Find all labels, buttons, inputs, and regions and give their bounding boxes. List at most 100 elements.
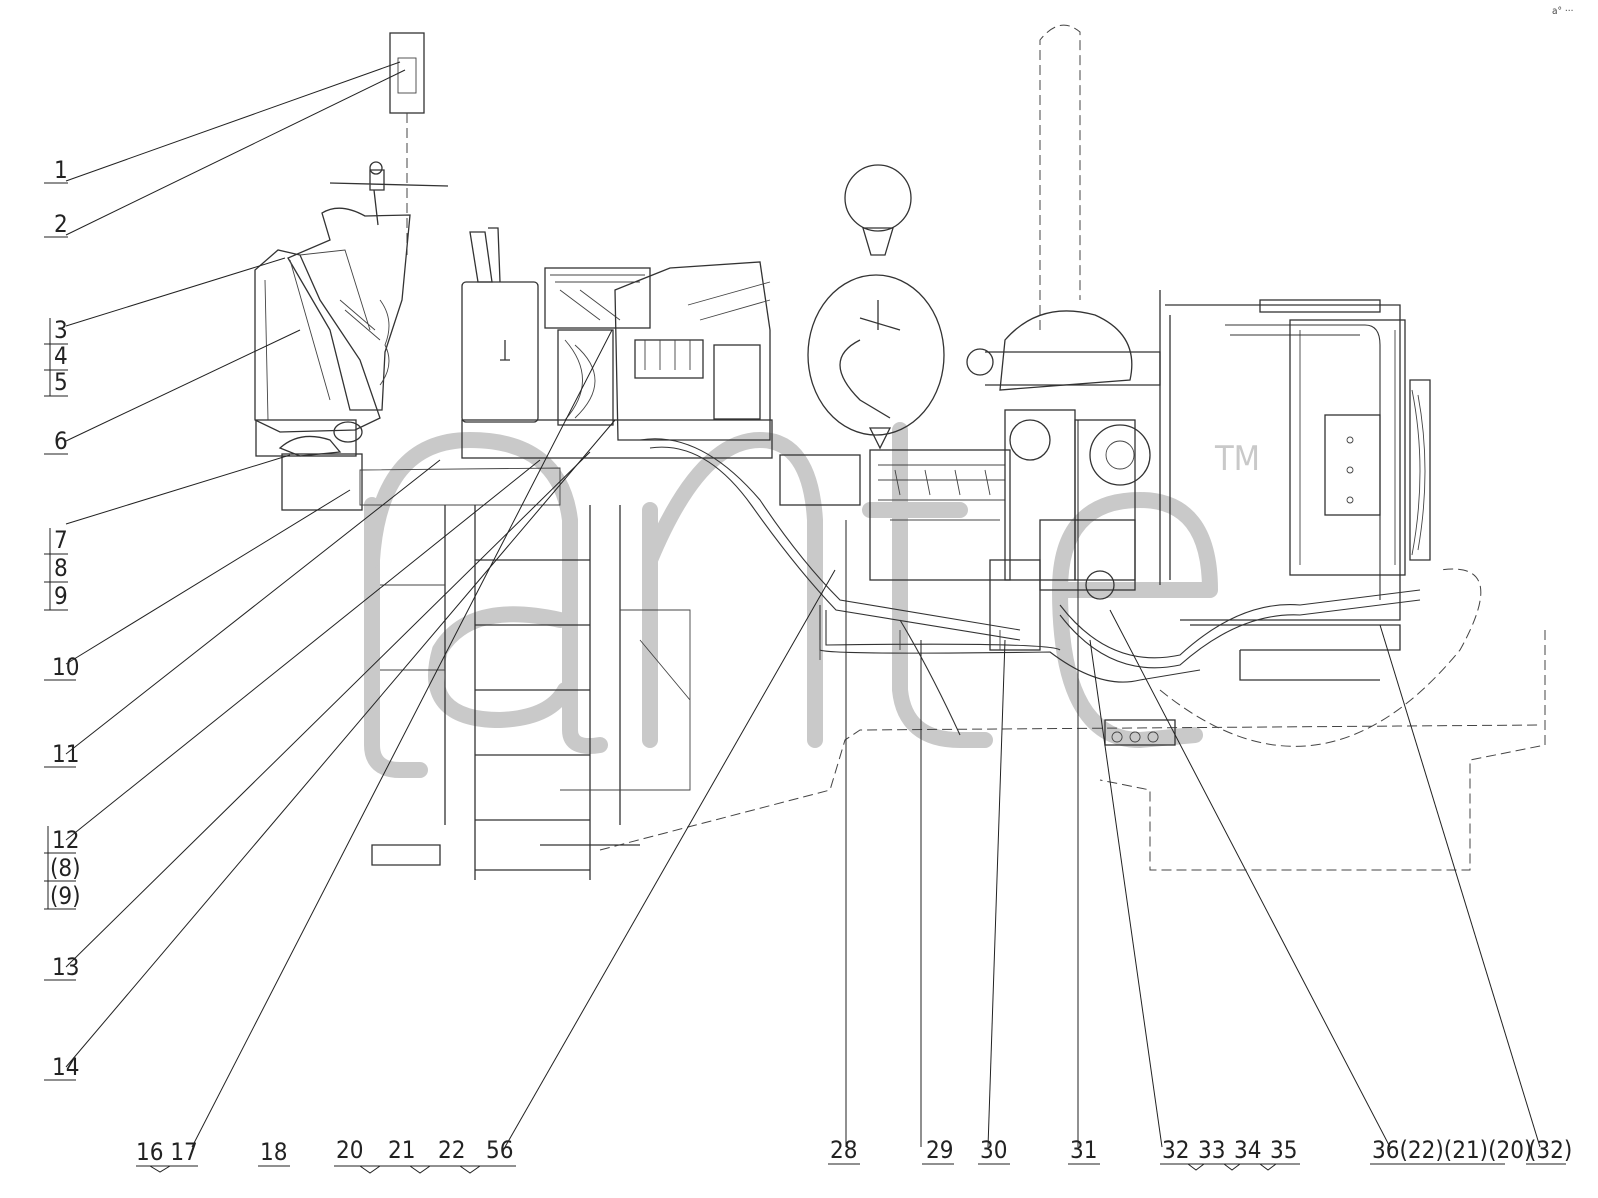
core-label-plate <box>1324 414 1381 516</box>
wiring-harness <box>639 438 1421 736</box>
callout-30: 30 <box>980 1136 1007 1164</box>
monitor-unit <box>389 32 425 114</box>
fan-guard <box>1409 379 1431 561</box>
leader-32r <box>1379 624 1541 1148</box>
callout-35: 35 <box>1270 1136 1297 1164</box>
fan-pulley <box>1089 424 1151 486</box>
support-bracket <box>779 454 861 506</box>
fan-hub <box>1105 440 1135 470</box>
console-detail <box>264 249 381 421</box>
steering-column-cover <box>287 207 411 411</box>
lower-rail <box>359 467 561 506</box>
pipe-clamp <box>966 348 994 376</box>
fan-blades <box>1411 389 1426 556</box>
leader-lines <box>65 61 1541 1148</box>
leader-30 <box>987 639 1006 1148</box>
callout-12-ref-9: (9) <box>50 882 81 910</box>
pivot-boss <box>333 421 363 443</box>
corner-mark: a° ··· <box>1552 6 1573 17</box>
callout-row-bottom: 16 17 18 20 21 22 56 28 29 30 31 32 33 3… <box>136 1136 1572 1174</box>
cabinet-hatching <box>687 281 771 321</box>
callout-34: 34 <box>1234 1136 1261 1164</box>
leader-56 <box>504 569 836 1148</box>
callout-56: 56 <box>486 1136 513 1164</box>
leader-7 <box>65 454 291 525</box>
leader-16-17 <box>191 329 613 1148</box>
bolt <box>1346 436 1354 444</box>
callout-10: 10 <box>52 653 79 681</box>
callout-6: 6 <box>54 427 68 455</box>
callout-36-group: 36(22)(21)(20) <box>1372 1136 1532 1164</box>
exhaust-stack <box>1039 24 1081 330</box>
ladder-rails <box>444 505 621 880</box>
callout-14: 14 <box>52 1053 79 1081</box>
steering-wheel <box>329 169 449 226</box>
leader-11 <box>65 459 441 755</box>
engine-mount <box>989 559 1041 651</box>
body-outline-dashed <box>599 724 1541 851</box>
counterweight-outline <box>1099 630 1546 871</box>
callout-9: 9 <box>54 582 68 610</box>
bolt <box>1346 496 1354 504</box>
frame-harness <box>819 605 1201 683</box>
watermark-stroke <box>428 606 573 728</box>
rad-top-tank <box>1259 299 1381 313</box>
callout-32: 32 <box>1162 1136 1189 1164</box>
rad-side-post <box>1159 290 1171 585</box>
callout-12-ref-8: (8) <box>50 854 81 882</box>
watermark-stroke <box>364 432 608 754</box>
electrical-cabinet <box>614 261 771 441</box>
frame-brackets <box>380 584 691 791</box>
cylinder-head <box>869 449 1011 581</box>
leader-6 <box>65 329 301 442</box>
cab-base-frame <box>281 453 363 511</box>
core-frame <box>1299 330 1396 565</box>
callout-5: 5 <box>54 368 68 396</box>
harness-loop <box>564 339 596 421</box>
callout-28: 28 <box>830 1136 857 1164</box>
dust-valve <box>868 427 892 450</box>
underline <box>334 1165 516 1174</box>
leader-12 <box>65 459 541 841</box>
monitor-screen <box>397 57 417 94</box>
precleaner-stem <box>862 227 894 256</box>
plug-holes <box>1111 731 1159 743</box>
callout-4: 4 <box>54 342 68 370</box>
callout-32-ref: (32) <box>1528 1136 1572 1164</box>
radiator-assembly <box>1159 290 1431 681</box>
callout-11: 11 <box>52 740 79 768</box>
fender-outline <box>1159 568 1482 747</box>
callout-7: 7 <box>54 526 68 554</box>
main-harness-upper <box>639 438 1021 631</box>
leader-3 <box>65 257 286 327</box>
head-ribs <box>878 464 1005 521</box>
underline <box>1160 1163 1300 1171</box>
cab-floor-block <box>255 419 357 457</box>
leader-32-35 <box>1089 639 1163 1148</box>
fan-shroud <box>1074 419 1136 581</box>
battery-box <box>713 344 761 420</box>
callout-1: 1 <box>54 156 68 184</box>
callout-8: 8 <box>54 554 68 582</box>
leader-1 <box>65 61 401 182</box>
air-filter-outlet <box>839 300 901 419</box>
filter-canister <box>1085 570 1115 600</box>
leader-2 <box>65 69 406 236</box>
callout-22: 22 <box>438 1136 465 1164</box>
watermark-stroke <box>642 432 823 748</box>
callout-2: 2 <box>54 210 68 238</box>
callout-33: 33 <box>1198 1136 1225 1164</box>
leader-13 <box>65 451 591 968</box>
precleaner-cap <box>844 164 912 232</box>
control-box-assembly <box>359 227 773 506</box>
lever-housing <box>461 281 539 423</box>
callout-3: 3 <box>54 316 68 344</box>
control-levers <box>469 227 501 283</box>
leader-14 <box>65 419 616 1068</box>
callout-16-17: 16 17 <box>136 1138 198 1166</box>
watermark-stroke <box>364 497 428 778</box>
fuse-blades <box>644 340 691 370</box>
injectors <box>894 469 991 496</box>
